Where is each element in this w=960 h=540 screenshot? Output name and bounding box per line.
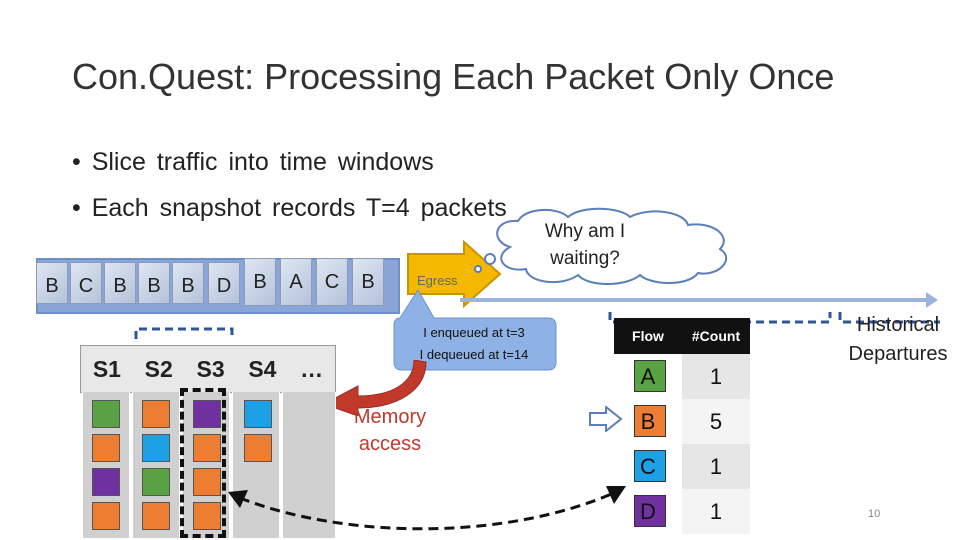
queue-packet: A [280, 258, 312, 306]
packet-square-b [193, 434, 221, 462]
snapshot-label: S3 [196, 355, 225, 382]
row-pointer-arrow-icon [589, 406, 623, 432]
snapshot-bracket [134, 326, 234, 340]
packet-square-b [244, 434, 272, 462]
snapshot-label: … [300, 355, 324, 382]
thought-bubble-text: Why am I waiting? [520, 218, 650, 272]
packet-square-b [142, 502, 170, 530]
table-row: C [614, 444, 682, 489]
flow-color-c [634, 450, 666, 482]
callout-line-1: I enqueued at t=3 [423, 325, 525, 340]
queue-packet: B [36, 262, 68, 304]
snapshot-label: S4 [248, 355, 277, 382]
queue-packet: B [138, 262, 170, 304]
memory-line-1: Memory [353, 406, 427, 428]
flow-cell: A [640, 364, 656, 389]
thought-line-1: Why am I [544, 221, 626, 242]
snapshot-label: S1 [92, 355, 121, 382]
flow-cell: B [640, 409, 656, 434]
packet-square-a [142, 468, 170, 496]
memory-access-label: Memory access [340, 404, 440, 458]
packet-square-b [193, 468, 221, 496]
count-cell: 1 [682, 354, 750, 399]
packet-square-a [92, 400, 120, 428]
thought-bubble-icon [474, 207, 727, 285]
queue-packet: B [172, 262, 204, 304]
historical-line-2: Departures [848, 343, 948, 365]
memory-line-2: access [358, 433, 422, 455]
flow-cell: C [640, 454, 656, 479]
packet-square-c [244, 400, 272, 428]
packet-square-b [142, 400, 170, 428]
double-arrow-icon [228, 486, 626, 531]
packet-square-c [142, 434, 170, 462]
memory-access-arrow-icon [322, 360, 427, 416]
table-row: A [614, 354, 682, 399]
packet-square-b [193, 502, 221, 530]
queue-packet: D [208, 262, 240, 304]
queue-packet: B [104, 262, 136, 304]
slide-title: Con.Quest: Processing Each Packet Only O… [72, 56, 835, 97]
flow-color-a [634, 360, 666, 392]
queue-packet: B [244, 258, 276, 306]
thought-line-2: waiting? [550, 248, 620, 269]
flow-color-d [634, 495, 666, 527]
callout-bubble-icon [393, 290, 557, 371]
packet-square-b [92, 434, 120, 462]
packet-square-d [193, 400, 221, 428]
bullet-2: • Each snapshot records T=4 packets [72, 194, 507, 222]
egress-label: Egress [417, 273, 458, 288]
bullet-1: • Slice traffic into time windows [72, 148, 434, 176]
table-header-count: #Count [682, 318, 750, 354]
queue-packet: C [316, 258, 348, 306]
count-cell: 1 [682, 489, 750, 534]
table-row: D [614, 489, 682, 534]
queue-packet: B [352, 258, 384, 306]
table-row: B [614, 399, 682, 444]
callout-text: I enqueued at t=3 I dequeued at t=14 [394, 322, 554, 366]
snapshot-header: S1 S2 S3 S4 … [80, 345, 336, 393]
historical-departures-label: Historical Departures [838, 311, 958, 369]
selected-snapshot-frame [180, 388, 226, 538]
callout-line-2: I dequeued at t=14 [419, 347, 529, 362]
flow-color-b [634, 405, 666, 437]
table-header-flow: Flow [614, 318, 682, 354]
count-cell: 5 [682, 399, 750, 444]
snapshot-label: S2 [144, 355, 173, 382]
flow-cell: D [640, 499, 656, 524]
historical-line-1: Historical [856, 314, 940, 336]
count-cell: 1 [682, 444, 750, 489]
packet-square-b [92, 502, 120, 530]
packet-square-d [92, 468, 120, 496]
page-number: 10 [868, 508, 881, 520]
queue-packet: C [70, 262, 102, 304]
